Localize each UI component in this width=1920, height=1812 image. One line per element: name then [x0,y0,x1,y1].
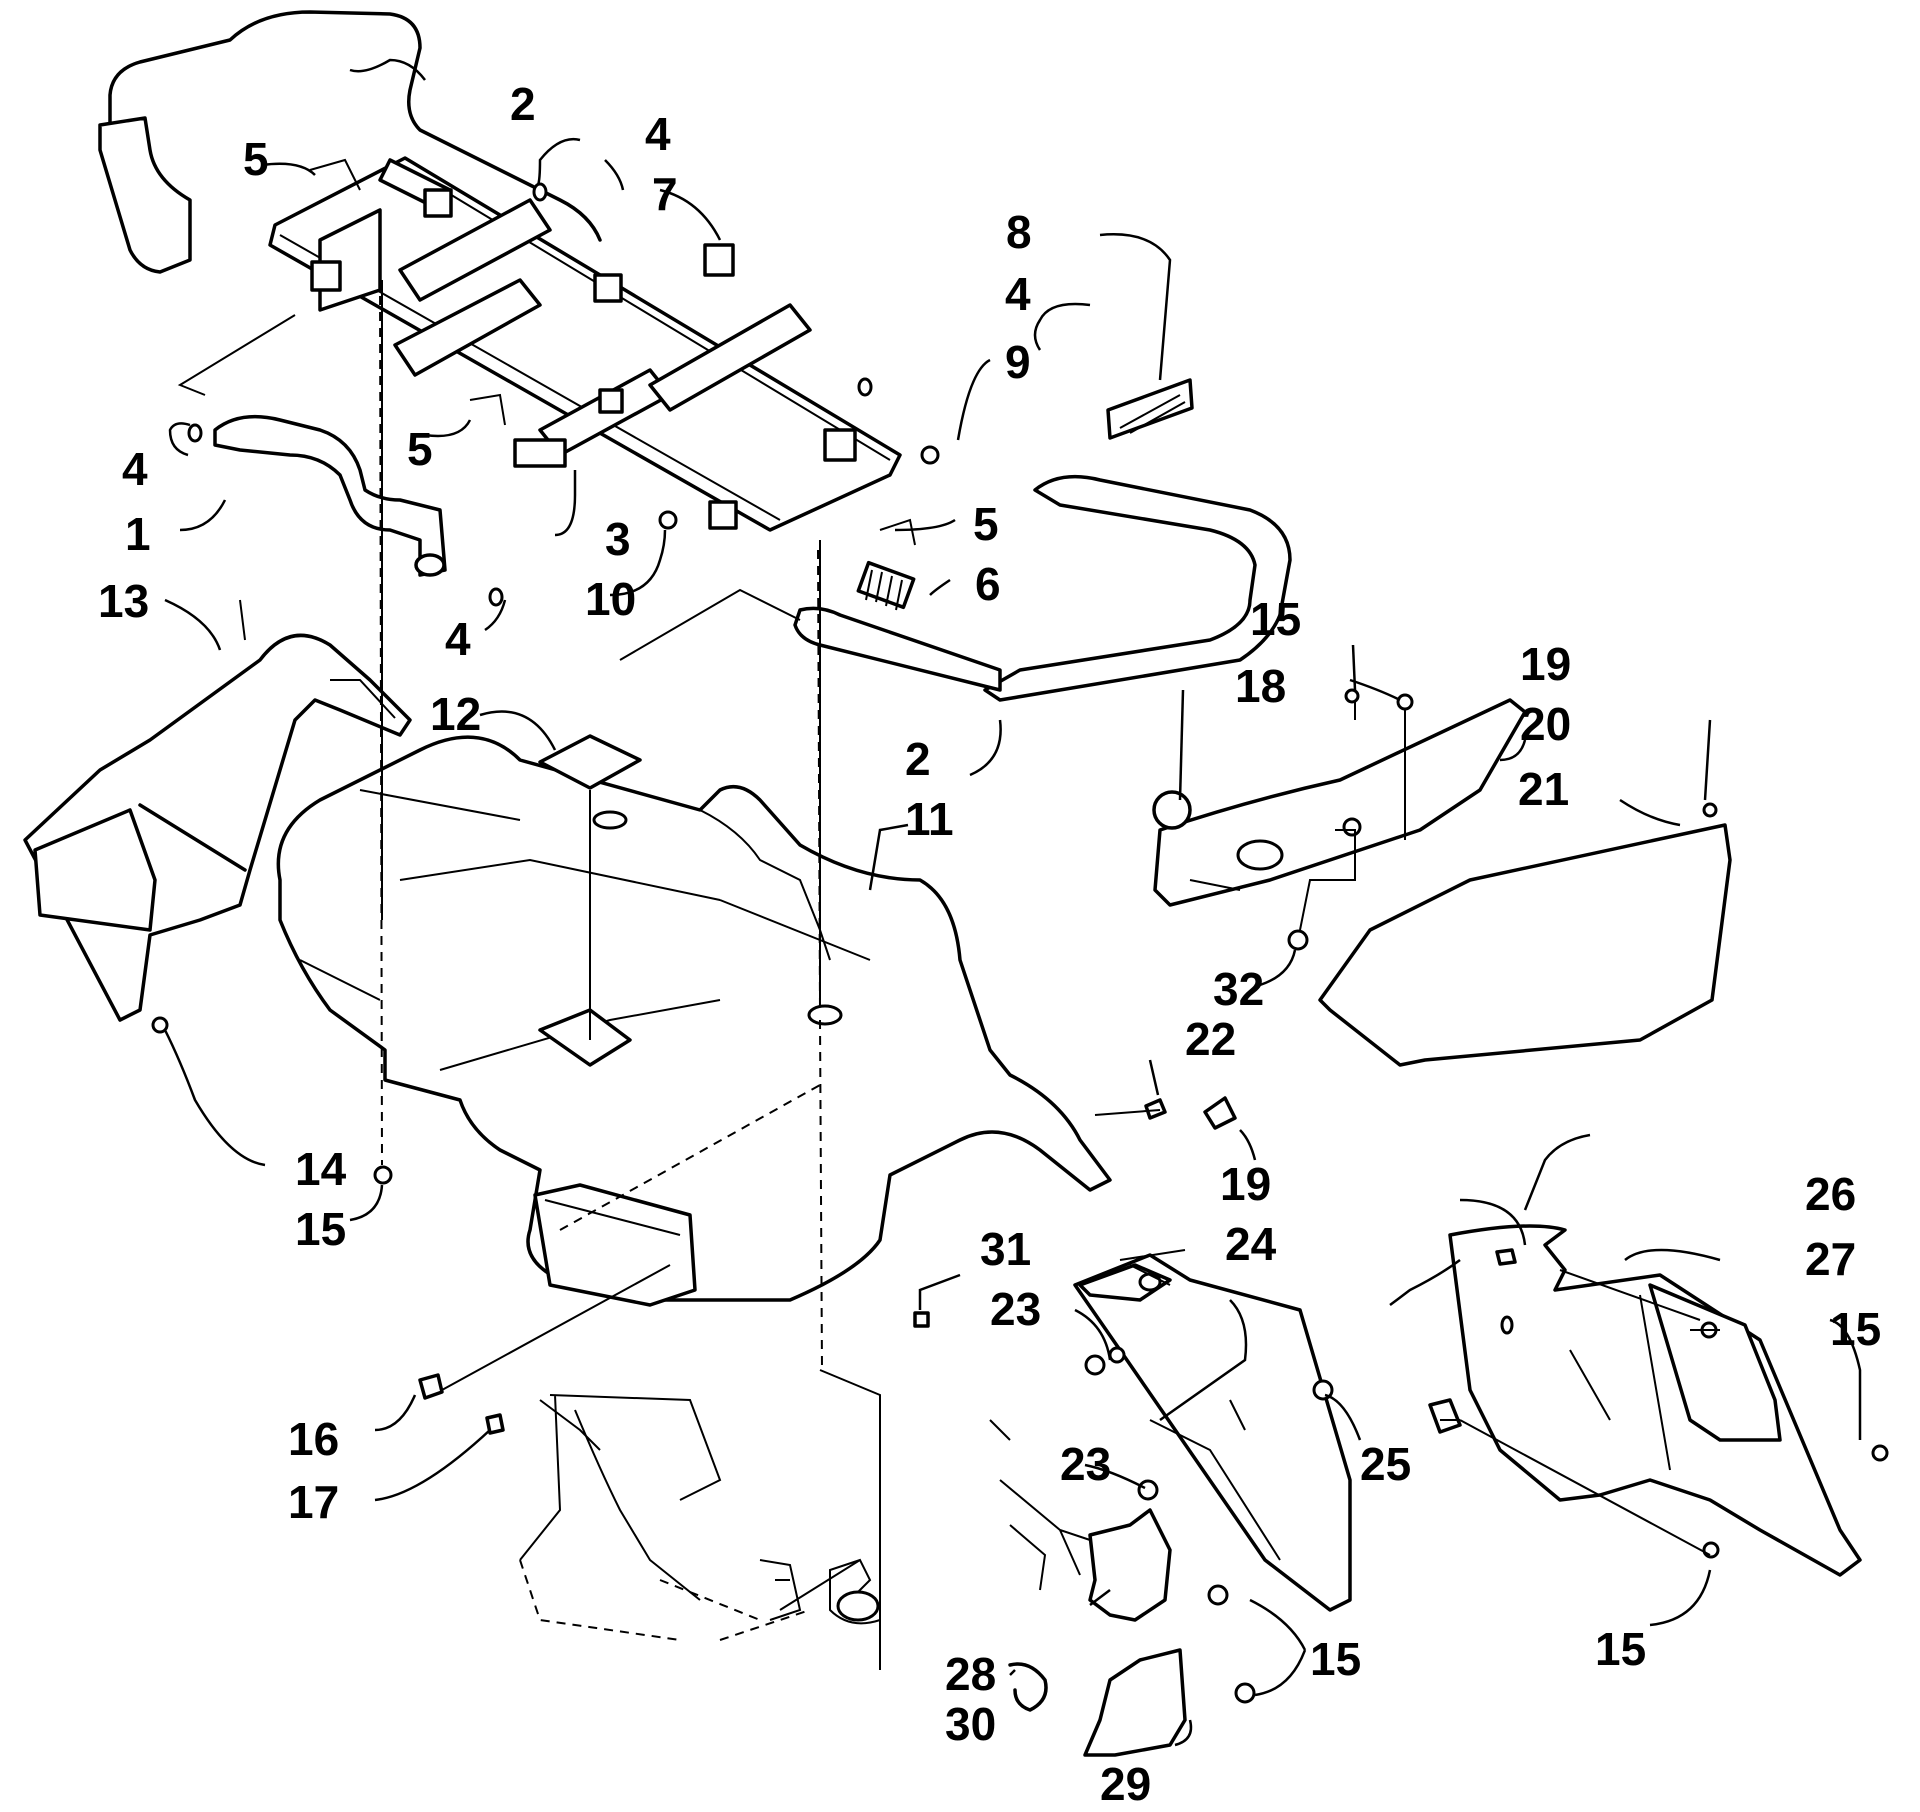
callout-13: 13 [98,575,149,627]
rear-rail-2 [983,474,1292,702]
callout-5a: 5 [243,133,269,185]
callout-5b: 5 [407,423,433,475]
callout-19b: 19 [1220,1158,1271,1210]
callout-4a: 4 [645,108,671,160]
rack-tube-2 [393,278,542,377]
callout-3: 3 [605,513,631,565]
pin-5 [309,158,506,426]
callout-15c: 15 [1830,1303,1881,1355]
callout-23a: 23 [990,1283,1041,1335]
callout-17: 17 [288,1476,339,1528]
rack-tube-1 [398,198,552,302]
callout-26: 26 [1805,1168,1856,1220]
callout-16: 16 [288,1413,339,1465]
callout-labels: 2 4 5 7 8 4 9 4 5 1 3 5 13 10 6 4 15 19 … [98,78,1881,1810]
callout-11: 11 [905,793,954,845]
splash-guard-28 [1088,1508,1172,1622]
rack-tube-4 [648,303,812,412]
callout-6: 6 [975,558,1001,610]
callout-22: 22 [1185,1013,1236,1065]
callout-7: 7 [652,168,678,220]
callout-19a: 19 [1520,638,1571,690]
callout-4c: 4 [122,443,148,495]
callout-14: 14 [295,1143,347,1195]
callout-28: 28 [945,1648,996,1700]
rack-rail-2 [108,10,602,242]
grommet-32 [1287,929,1309,951]
callout-18: 18 [1235,660,1286,712]
callout-10: 10 [585,573,636,625]
side-panel-21 [1152,688,1732,1067]
callout-32: 32 [1213,963,1264,1015]
callout-8: 8 [1006,206,1032,258]
callout-12: 12 [430,688,481,740]
callout-2b: 2 [905,733,931,785]
fender-11 [276,735,1112,1302]
callout-27: 27 [1805,1233,1856,1285]
seat-opening [699,809,831,961]
leader-lines [163,58,1862,1747]
frame-section [519,1394,881,1641]
callout-15d: 15 [1310,1633,1361,1685]
access-cover-12 [538,734,642,790]
grip-6 [856,560,916,611]
callout-15e: 15 [1595,1623,1646,1675]
rear-fender-body [276,735,1112,1307]
callout-20: 20 [1520,698,1571,750]
callout-4d: 4 [445,613,471,665]
bolt-22 [1144,1098,1167,1120]
push-rivet-15 [373,1165,393,1185]
bracket [310,260,342,292]
fender-extension-13 [23,633,412,1022]
splash-guard-29 [1083,1648,1187,1757]
rack-frame [268,156,902,532]
callout-4b: 4 [1005,268,1031,320]
side-panel-27 [1428,1224,1889,1577]
callout-1: 1 [125,508,151,560]
rack-rail-left [98,116,192,274]
cap-7 [703,243,735,277]
tail-recess [533,1183,697,1307]
callout-15a: 15 [1250,593,1301,645]
washer-23a [1084,1354,1106,1376]
callout-25: 25 [1360,1438,1411,1490]
push-rivet-19b [1203,1096,1237,1130]
decal-8 [1106,378,1194,440]
callout-2a: 2 [510,78,536,130]
callout-9: 9 [1005,336,1031,388]
callout-5c: 5 [973,498,999,550]
screw-31 [913,1311,930,1328]
callout-21: 21 [1518,763,1569,815]
callout-29: 29 [1100,1758,1151,1810]
bolt-9 [920,445,940,465]
rear-rack-assembly [98,10,1292,702]
washer-14 [151,1016,169,1034]
grommet-18 [1152,790,1192,830]
bolt-10 [658,510,678,530]
callout-24: 24 [1225,1218,1277,1270]
clamp-30 [1008,1662,1048,1712]
clip-16 [418,1373,444,1400]
callout-31: 31 [980,1223,1031,1275]
callout-30: 30 [945,1698,996,1750]
screw-17 [485,1413,505,1435]
callout-23b: 23 [1060,1438,1111,1490]
callout-15b: 15 [295,1203,346,1255]
